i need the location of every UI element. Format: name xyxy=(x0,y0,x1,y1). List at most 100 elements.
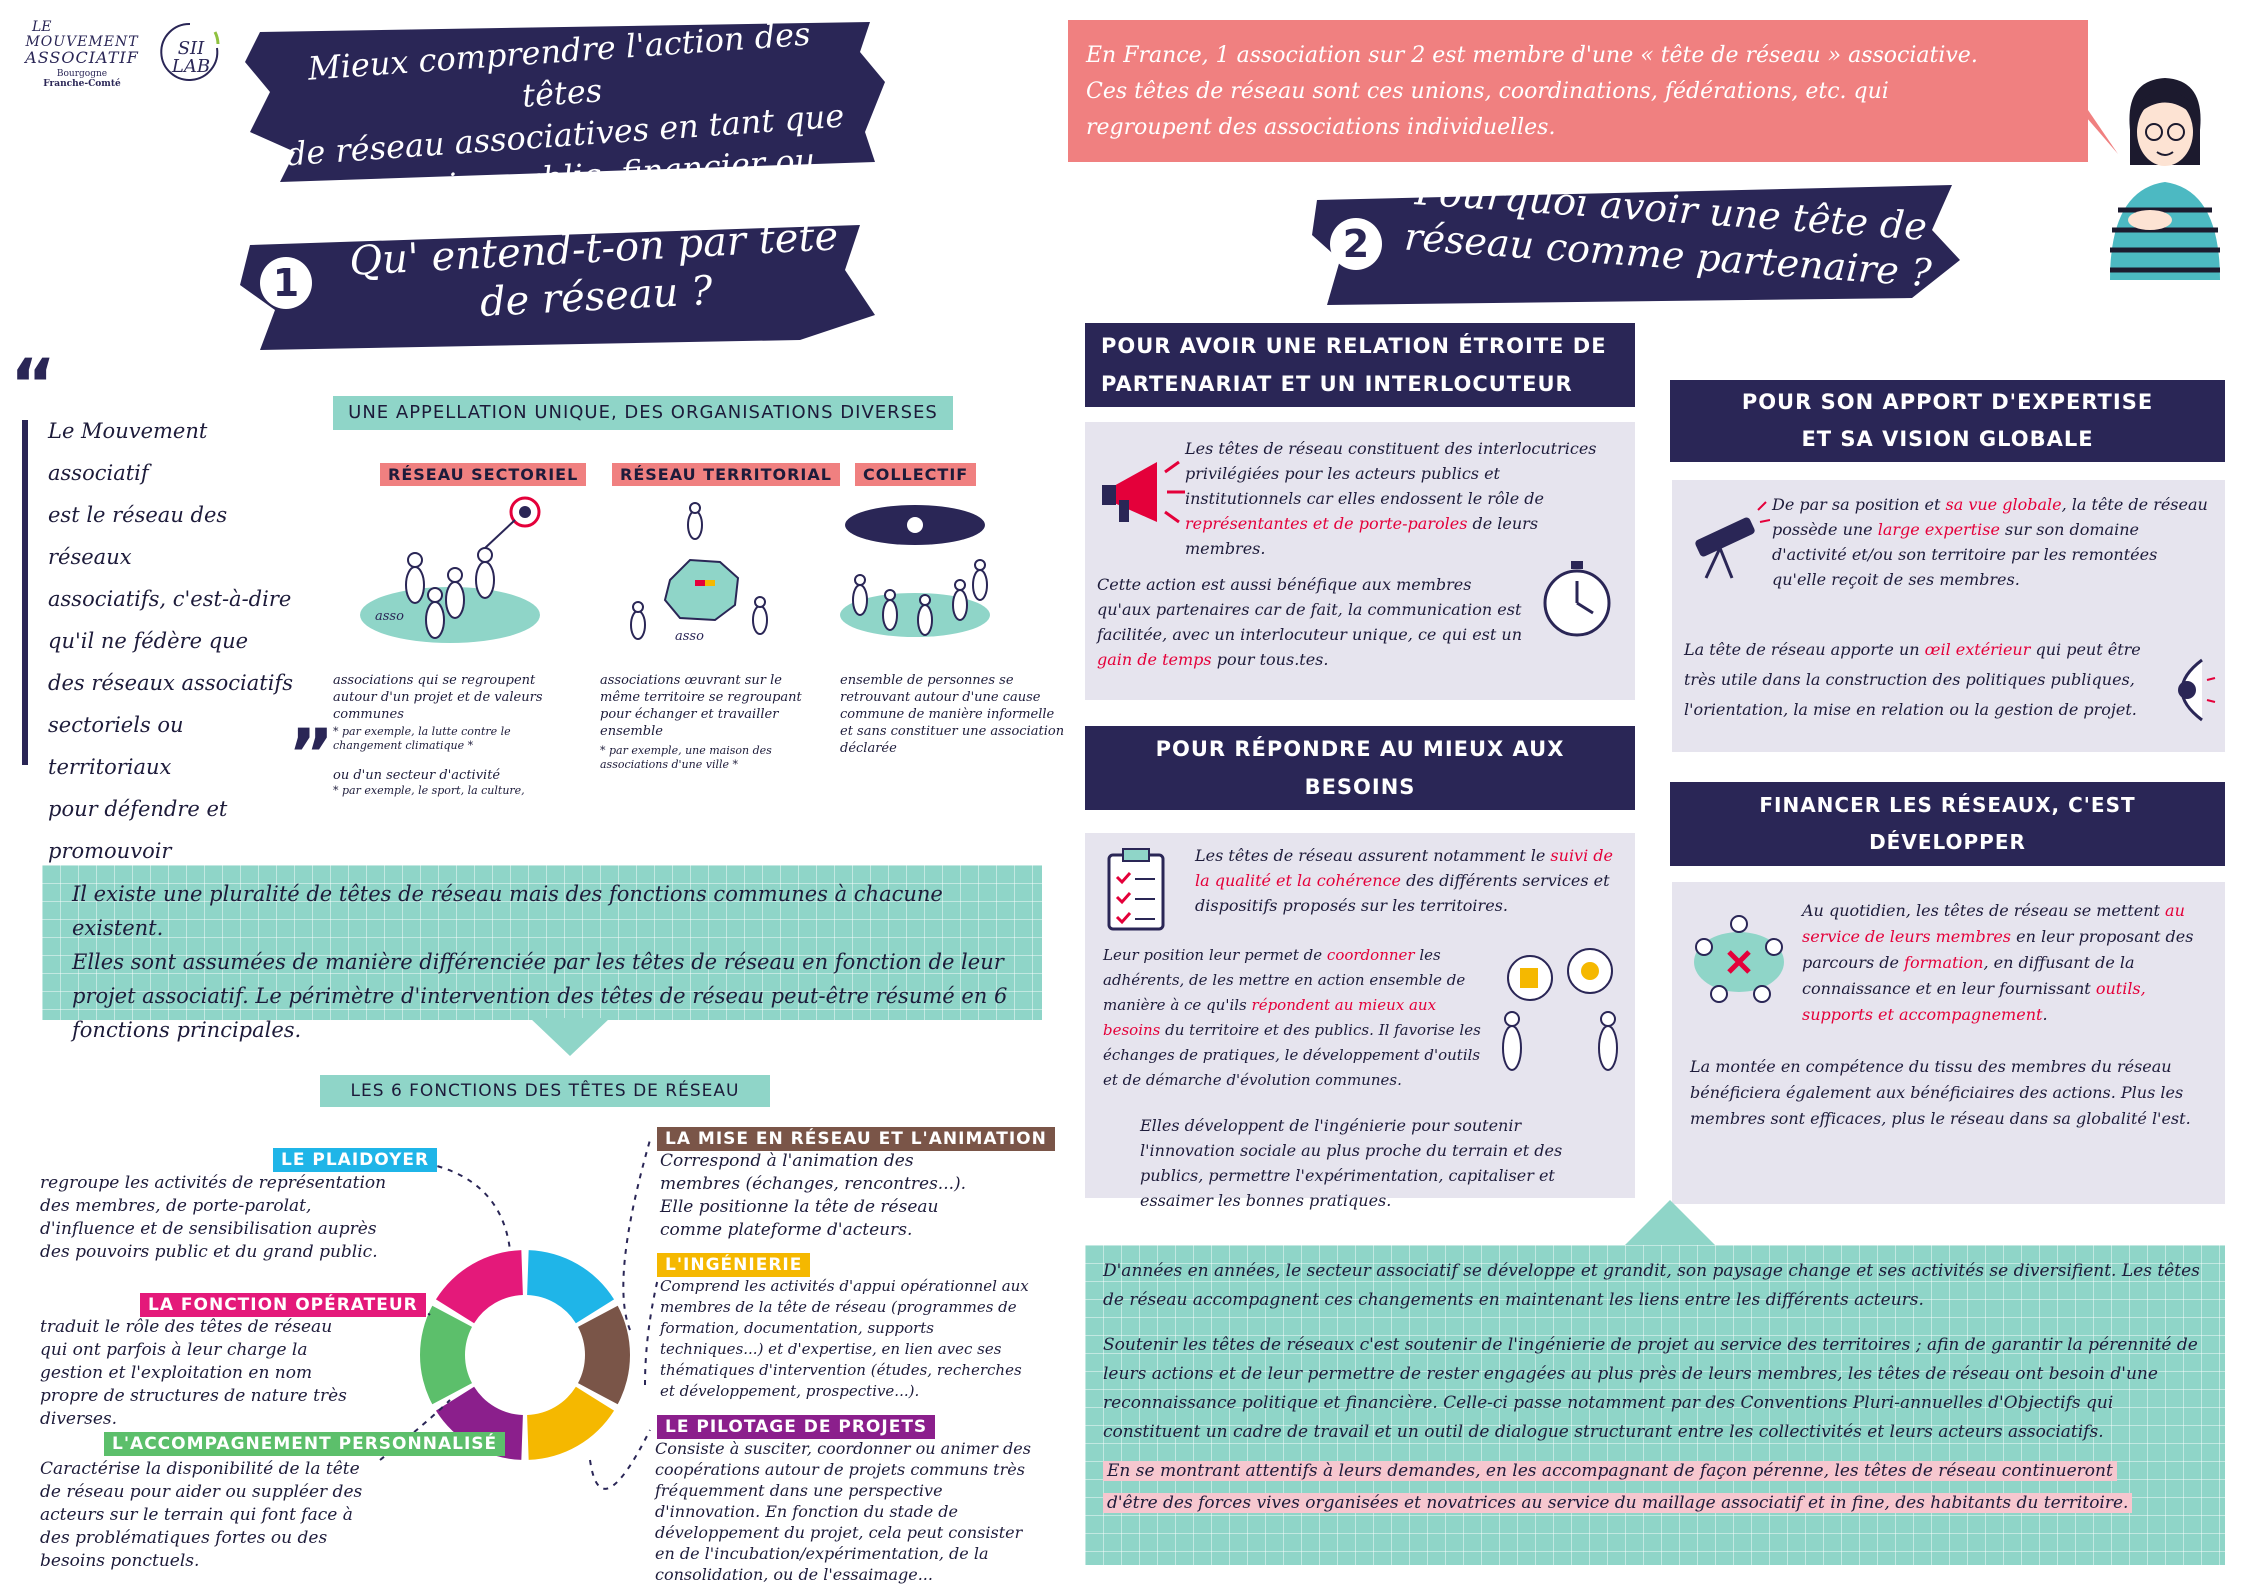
telescope-icon xyxy=(1695,501,1770,579)
plurality-tail-icon xyxy=(530,1018,610,1056)
quote-line: qu'il ne fédère que xyxy=(48,629,249,653)
function-connectors-icon xyxy=(360,1139,661,1490)
section1-shape-icon xyxy=(240,225,875,350)
quote-line: Le Mouvement associatif xyxy=(48,419,208,485)
plurality-line3: projet associatif. Le périmètre d'interv… xyxy=(72,984,1008,1008)
quote-open-mark: “ xyxy=(10,344,57,426)
territorial-example: * par exemple, une maison des associatio… xyxy=(600,744,772,771)
appellation-title: Une appellation unique, des organisation… xyxy=(333,396,953,430)
conclusion-p1: D'années en années, le secteur associati… xyxy=(1103,1261,2200,1310)
reason3-p1: Les têtes de réseau assurent notamment l… xyxy=(1195,846,1614,915)
reason3-title-line1: Pour répondre au mieux aux besoins xyxy=(1155,737,1565,799)
reason4-title: Financer les réseaux, c'est développer u… xyxy=(1670,782,2225,928)
territorial-asso-label: asso xyxy=(675,629,704,644)
reason3-p2: Leur position leur permet de coordonner … xyxy=(1103,946,1481,1089)
intro-box: En France, 1 association sur 2 est membr… xyxy=(1068,20,2088,162)
reason1-p1: Les têtes de réseau constituent des inte… xyxy=(1185,439,1597,558)
donut-segment xyxy=(527,1250,615,1324)
section2-banner: 2 Pourquoi avoir une tête de réseau comm… xyxy=(1312,169,1962,305)
plurality-line4: fonctions principales. xyxy=(72,1018,302,1042)
functions-title: Les 6 fonctions des têtes de réseau xyxy=(320,1075,770,1107)
intro-line3: regroupent des associations individuelle… xyxy=(1086,115,1556,140)
type-territorial-label: Réseau territorial xyxy=(612,463,840,486)
speech-tail-icon xyxy=(2080,110,2118,154)
reason2-box: De par sa position et sa vue globale, la… xyxy=(1672,480,2225,752)
plurality-line2: Elles sont assumées de manière différenc… xyxy=(72,950,1004,974)
quote-line: est le réseau des réseaux xyxy=(48,503,228,569)
reason3-title: Pour répondre au mieux aux besoins du te… xyxy=(1085,726,1635,837)
reason1-title: Pour avoir une relation étroite de parte… xyxy=(1085,323,1635,434)
logo-lma-line1: LE xyxy=(32,19,52,35)
logo-siilab: SII LAB xyxy=(155,18,225,98)
functions-donut-icon xyxy=(420,1250,630,1460)
conclusion-box: D'années en années, le secteur associati… xyxy=(1085,1245,2225,1565)
reason1-p2: Cette action est aussi bénéfique aux mem… xyxy=(1097,575,1523,669)
people-discussing-icon xyxy=(1502,948,1618,1071)
collectif-desc: ensemble de personnes se retrouvant auto… xyxy=(840,673,1065,756)
plurality-line1: Il existe une pluralité de têtes de rése… xyxy=(72,882,943,940)
eye-icon xyxy=(2178,658,2216,722)
fn-accompagnement-label: L'accompagnement personnalisé xyxy=(104,1432,506,1456)
plurality-box: Il existe une pluralité de têtes de rése… xyxy=(42,865,1042,1042)
reason2-title-line2: et sa vision globale xyxy=(1801,427,2094,451)
territorial-illustration-icon: asso xyxy=(630,502,768,644)
reason1-title-line1: Pour avoir une relation étroite de xyxy=(1101,334,1607,358)
reason3-box: Les têtes de réseau assurent notamment l… xyxy=(1085,833,1635,1210)
fn-operateur-text: traduit le rôle des têtes de réseau qui … xyxy=(40,1317,347,1429)
quote-close-mark: ” xyxy=(288,714,335,796)
donut-segment xyxy=(577,1305,630,1405)
reason2-title: Pour son apport d'expertise et sa vision… xyxy=(1670,380,2225,462)
sectoriel-example: * par exemple, la lutte contre le change… xyxy=(333,725,511,752)
reason4-p1: Au quotidien, les têtes de réseau se met… xyxy=(1802,901,2194,1024)
conclusion-tail-icon xyxy=(1620,1200,1720,1250)
reason3-p3: Elles développent de l'ingénierie pour s… xyxy=(1140,1116,1563,1210)
sectoriel-desc2: ou d'un secteur d'activité xyxy=(333,768,501,783)
reason2-p2: La tête de réseau apporte un œil extérie… xyxy=(1684,640,2141,719)
reason4-box: Au quotidien, les têtes de réseau se met… xyxy=(1672,882,2225,1204)
fn-plaidoyer-text: regroupe les activités de représentation… xyxy=(40,1173,387,1262)
intro-line1: En France, 1 association sur 2 est membr… xyxy=(1086,43,1978,68)
main-title-banner: Mieux comprendre l'action des têtes de r… xyxy=(240,12,890,243)
conclusion-p2: Soutenir les têtes de réseaux c'est sout… xyxy=(1103,1335,2198,1442)
fn-animation-text: Correspond à l'animation des membres (éc… xyxy=(660,1151,967,1240)
logo-mouvement-associatif: LE MOUVEMENT ASSOCIATIF Bourgogne Franch… xyxy=(22,20,142,100)
sectoriel-asso-label: asso xyxy=(375,609,404,624)
quote-line: sectoriels ou territoriaux xyxy=(48,713,184,779)
donut-segment xyxy=(527,1386,615,1460)
fn-ingenierie-text: Comprend les activités d'appui opération… xyxy=(660,1277,1029,1400)
sectoriel-illustration-icon: asso xyxy=(360,496,541,643)
reason1-box: Les têtes de réseau constituent des inte… xyxy=(1085,422,1635,700)
logo-lma-region2: Franche-Comté xyxy=(43,79,121,89)
fn-pilotage-text: Consiste à susciter, coordonner ou anime… xyxy=(655,1439,1031,1584)
sectoriel-desc: associations qui se regroupent autour d'… xyxy=(333,673,543,722)
fn-accompagnement-text: Caractérise la disponibilité de la tête … xyxy=(40,1459,363,1571)
megaphone-icon xyxy=(1102,460,1185,524)
quote-line: des réseaux associatifs xyxy=(48,671,293,695)
banner-shape-icon xyxy=(245,22,885,182)
donut-segment xyxy=(420,1305,473,1405)
clipboard-checklist-icon xyxy=(1107,848,1165,931)
intro-line2: Ces têtes de réseau sont ces unions, coo… xyxy=(1086,79,1889,104)
fn-plaidoyer-label: Le plaidoyer xyxy=(273,1148,438,1172)
collectif-illustration-icon xyxy=(840,505,990,637)
stopwatch-icon xyxy=(1543,561,1611,637)
logo-siilab-text: SII LAB xyxy=(171,38,211,77)
section1-banner: 1 Qu' entend-t-on par tête de réseau ? xyxy=(240,213,880,350)
donut-segment xyxy=(435,1250,523,1324)
reason2-title-line1: Pour son apport d'expertise xyxy=(1741,390,2154,414)
logo-lma-line3: ASSOCIATIF xyxy=(25,48,139,67)
logo-lma-region1: Bourgogne xyxy=(56,69,108,79)
type-collectif-label: Collectif xyxy=(855,463,977,486)
reason4-title-line1: Financer les réseaux, c'est développer xyxy=(1759,793,2136,854)
logo-lma-line2: MOUVEMENT xyxy=(25,34,139,50)
quote-line: pour défendre et promouvoir xyxy=(48,797,228,863)
conclusion-p3-line1: En se montrant attentifs à leurs demande… xyxy=(1103,1461,2117,1481)
woman-character-icon xyxy=(2110,78,2220,280)
territorial-desc: associations œuvrant sur le même territo… xyxy=(600,673,802,739)
fn-ingenierie-label: L'ingénierie xyxy=(657,1253,811,1277)
section2-shape-icon xyxy=(1312,185,1960,305)
section2-number: 2 xyxy=(1330,218,1382,270)
conclusion-p3-line2: d'être des forces vives organisées et no… xyxy=(1103,1493,2133,1513)
fn-animation-label: La mise en réseau et l'animation xyxy=(657,1127,1055,1151)
